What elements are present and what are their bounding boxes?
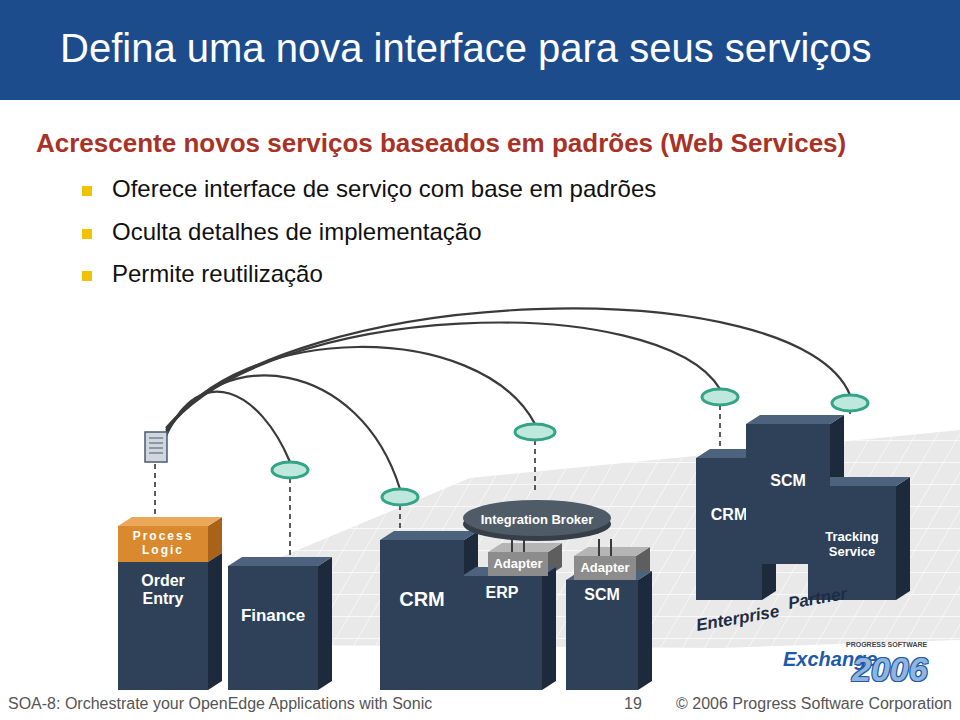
connector	[512, 539, 524, 552]
node-label: Tracking Service	[812, 530, 892, 560]
slide-title: Defina uma nova interface para seus serv…	[60, 26, 872, 71]
building-side	[318, 557, 332, 690]
node-label: ERP	[486, 584, 519, 602]
node-label: Integration Broker	[481, 513, 594, 528]
node-label: Adapter	[580, 561, 629, 576]
node-label: Order Entry	[122, 572, 204, 609]
building-top	[118, 517, 222, 526]
finance-building: Finance	[228, 566, 318, 690]
node-label: CRM	[711, 506, 747, 524]
bullet-square	[82, 271, 92, 281]
building-side	[896, 477, 910, 600]
building-side	[542, 567, 556, 690]
process-logic-block: Process Logic	[118, 526, 208, 562]
group-label: Partner	[787, 584, 849, 614]
bullet-text: Oculta detalhes de implementação	[112, 218, 482, 246]
bullet-text: Permite reutilização	[112, 260, 323, 288]
scm-building: SCM	[566, 580, 638, 690]
connector-line	[511, 539, 513, 552]
building-top	[380, 531, 478, 540]
connector	[599, 539, 611, 556]
node-label: SCM	[584, 586, 620, 604]
adapter-block: Adapter	[488, 552, 548, 576]
connector-line	[598, 539, 600, 556]
page-number: 19	[624, 695, 642, 713]
adapter-block: Adapter	[574, 556, 636, 580]
building-side	[638, 571, 652, 690]
integration-broker-disc: Integration Broker	[462, 498, 612, 542]
node-label: Finance	[241, 606, 305, 626]
footer-copyright: © 2006 Progress Software Corporation	[676, 695, 952, 713]
building-top	[746, 415, 844, 424]
subtitle: Acrescente novos serviços baseados em pa…	[36, 128, 846, 159]
erp-building: ERP	[462, 576, 542, 690]
logo-small-text: PROGRESS SOFTWARE	[846, 641, 927, 648]
building-top	[228, 557, 332, 566]
node-label: SCM	[770, 472, 806, 490]
crm-building: CRM	[380, 540, 464, 690]
tracking-service-building: Tracking Service	[808, 486, 896, 600]
logo-year: 2006	[852, 650, 928, 689]
node-label: CRM	[399, 588, 445, 611]
connector-line	[610, 539, 612, 556]
order-entry-building: Order Entry	[118, 562, 208, 690]
disc-top	[463, 500, 611, 536]
bullet-text: Oferece interface de serviço com base em…	[112, 175, 656, 203]
footer-text: SOA-8: Orchestrate your OpenEdge Applica…	[8, 695, 432, 713]
bullet-square	[82, 186, 92, 196]
connector-line	[523, 539, 525, 552]
building-side	[208, 553, 222, 690]
document-icon	[145, 432, 167, 462]
node-label: Process Logic	[122, 530, 204, 558]
bullet-square	[82, 229, 92, 239]
group-label: Enterprise	[695, 602, 781, 636]
node-label: Adapter	[493, 557, 542, 572]
